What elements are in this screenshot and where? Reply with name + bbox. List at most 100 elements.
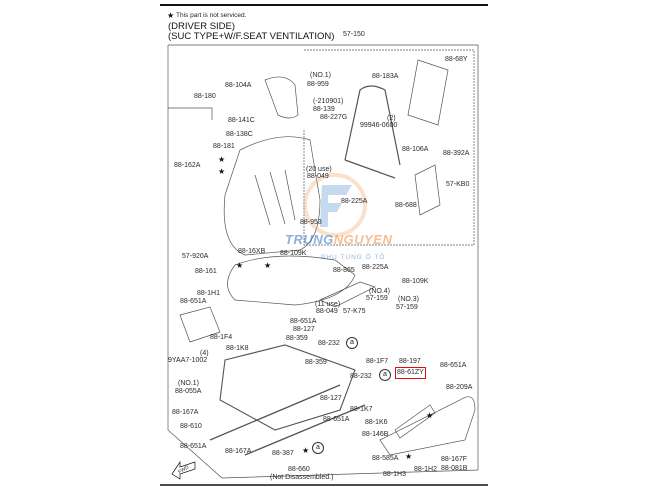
part-label[interactable]: 88-392A: [443, 150, 470, 157]
part-label: (20 use): [306, 166, 332, 173]
part-label[interactable]: 88-1F4: [210, 334, 233, 341]
outer-frame: [167, 44, 479, 479]
part-label[interactable]: 88-055A: [175, 388, 202, 395]
part-label[interactable]: 88-209A: [446, 384, 473, 391]
ref-circle-a: a: [379, 369, 391, 381]
part-label[interactable]: 88-180: [194, 93, 216, 100]
part-label[interactable]: 88-138C: [226, 131, 253, 138]
part-label[interactable]: 88-227G: [320, 114, 348, 121]
part-label: (2): [387, 115, 396, 122]
part-label[interactable]: 88-162A: [174, 162, 201, 169]
part-label[interactable]: 88-651A: [323, 416, 350, 423]
seatback-box-line: [168, 107, 213, 120]
title-seat-type: (SUC TYPE+W/F.SEAT VENTILATION): [168, 31, 335, 42]
part-label[interactable]: 88-049: [307, 173, 329, 180]
part-label[interactable]: 57-159: [396, 304, 418, 311]
seat-rails: [209, 384, 366, 456]
part-label[interactable]: 88-16XB: [238, 248, 266, 255]
part-label: (NO.1): [178, 380, 199, 387]
part-label[interactable]: 88-232: [318, 340, 340, 347]
part-label[interactable]: 88-651A: [290, 318, 317, 325]
part-label[interactable]: 88-865: [333, 267, 355, 274]
part-label[interactable]: 88-651A: [440, 362, 467, 369]
part-label[interactable]: 88-127: [320, 395, 342, 402]
part-label: (NO.4): [369, 288, 390, 295]
lumbar-shape: [407, 59, 449, 126]
part-label[interactable]: 88-167A: [225, 448, 252, 455]
headrest-shape: [264, 76, 299, 119]
part-label[interactable]: 88-387: [272, 450, 294, 457]
part-label[interactable]: 88-167A: [172, 409, 199, 416]
part-label[interactable]: 88-225A: [341, 198, 368, 205]
backframe-shape: [344, 85, 401, 179]
part-label: (Not Disassembled.): [270, 474, 334, 481]
seat-track-frame: [219, 344, 356, 431]
ref-circle-a: a: [312, 442, 324, 454]
88-1H1-shape: [179, 306, 221, 343]
part-label[interactable]: 88-660: [288, 466, 310, 473]
highlighted-part-label[interactable]: 88-61ZY: [395, 367, 426, 379]
part-label[interactable]: 88-049: [316, 308, 338, 315]
watermark-logo-letter: [320, 185, 352, 227]
part-label[interactable]: 88-1H1: [197, 290, 220, 297]
part-label[interactable]: 88-68Y: [445, 56, 468, 63]
part-label[interactable]: 88-1F7: [366, 358, 389, 365]
part-label[interactable]: 88-1K7: [350, 406, 373, 413]
part-label: (NO.3): [398, 296, 419, 303]
part-label[interactable]: 99946-0600: [360, 122, 398, 129]
part-label[interactable]: 88-081B: [441, 465, 468, 472]
part-label[interactable]: 88-1H2: [414, 466, 437, 473]
part-label[interactable]: 88-146B: [362, 431, 389, 438]
side-trim-shape: [379, 396, 476, 456]
part-label[interactable]: 57-150: [343, 31, 365, 38]
seat-cushion-shape: [227, 255, 356, 306]
part-label[interactable]: 57-159: [366, 295, 388, 302]
part-label[interactable]: 88-225A: [362, 264, 389, 271]
part-label[interactable]: 88-953: [300, 219, 322, 226]
watermark-brand-a: TRUNG: [285, 232, 334, 247]
part-label[interactable]: 57-K75: [343, 308, 366, 315]
part-label[interactable]: 88-959: [307, 81, 329, 88]
part-label[interactable]: 88-139: [313, 106, 335, 113]
part-label[interactable]: 88-359: [305, 359, 327, 366]
part-label[interactable]: 88-651A: [180, 298, 207, 305]
part-label: (4): [200, 350, 209, 357]
part-label[interactable]: 9YAA7-1002: [168, 357, 208, 364]
part-label[interactable]: 88-585A: [372, 455, 399, 462]
part-label[interactable]: 88-109K: [280, 250, 307, 257]
part-label[interactable]: 88-141C: [228, 117, 255, 124]
part-label[interactable]: 88-181: [213, 143, 235, 150]
part-label[interactable]: 57-KB0: [446, 181, 470, 188]
part-label[interactable]: 88-359: [286, 335, 308, 342]
part-label[interactable]: 88-167F: [441, 456, 468, 463]
part-label[interactable]: 88-109K: [402, 278, 429, 285]
switch-shape: [394, 404, 436, 439]
part-label[interactable]: 88-183A: [372, 73, 399, 80]
part-label[interactable]: 88-1H3: [383, 471, 406, 478]
part-label[interactable]: 88-127: [293, 326, 315, 333]
ref-circle-a: a: [346, 337, 358, 349]
seatback-shape: [223, 136, 321, 256]
star-icon: ★: [405, 452, 413, 461]
57-K75-shape: [319, 281, 376, 308]
star-icon: ★: [302, 446, 310, 455]
part-label[interactable]: 88-197: [399, 358, 421, 365]
star-icon: ★: [218, 155, 226, 164]
part-label[interactable]: 88-1K6: [365, 419, 388, 426]
part-label[interactable]: 88-610: [180, 423, 202, 430]
part-label[interactable]: 88-688: [395, 202, 417, 209]
part-label[interactable]: 88-232: [350, 373, 372, 380]
side-shield-shape: [414, 164, 441, 216]
watermark-logo-ring: [303, 173, 367, 237]
star-icon: ★: [236, 261, 244, 270]
part-label: (11 use): [315, 301, 341, 308]
not-serviced-note: This part is not serviced.: [176, 12, 247, 19]
part-label[interactable]: 88-104A: [225, 82, 252, 89]
part-label[interactable]: 88-161: [195, 268, 217, 275]
part-label[interactable]: 88-651A: [180, 443, 207, 450]
part-label[interactable]: 88-1K8: [226, 345, 249, 352]
part-label[interactable]: 88-106A: [402, 146, 429, 153]
part-label[interactable]: 57-920A: [182, 253, 209, 260]
